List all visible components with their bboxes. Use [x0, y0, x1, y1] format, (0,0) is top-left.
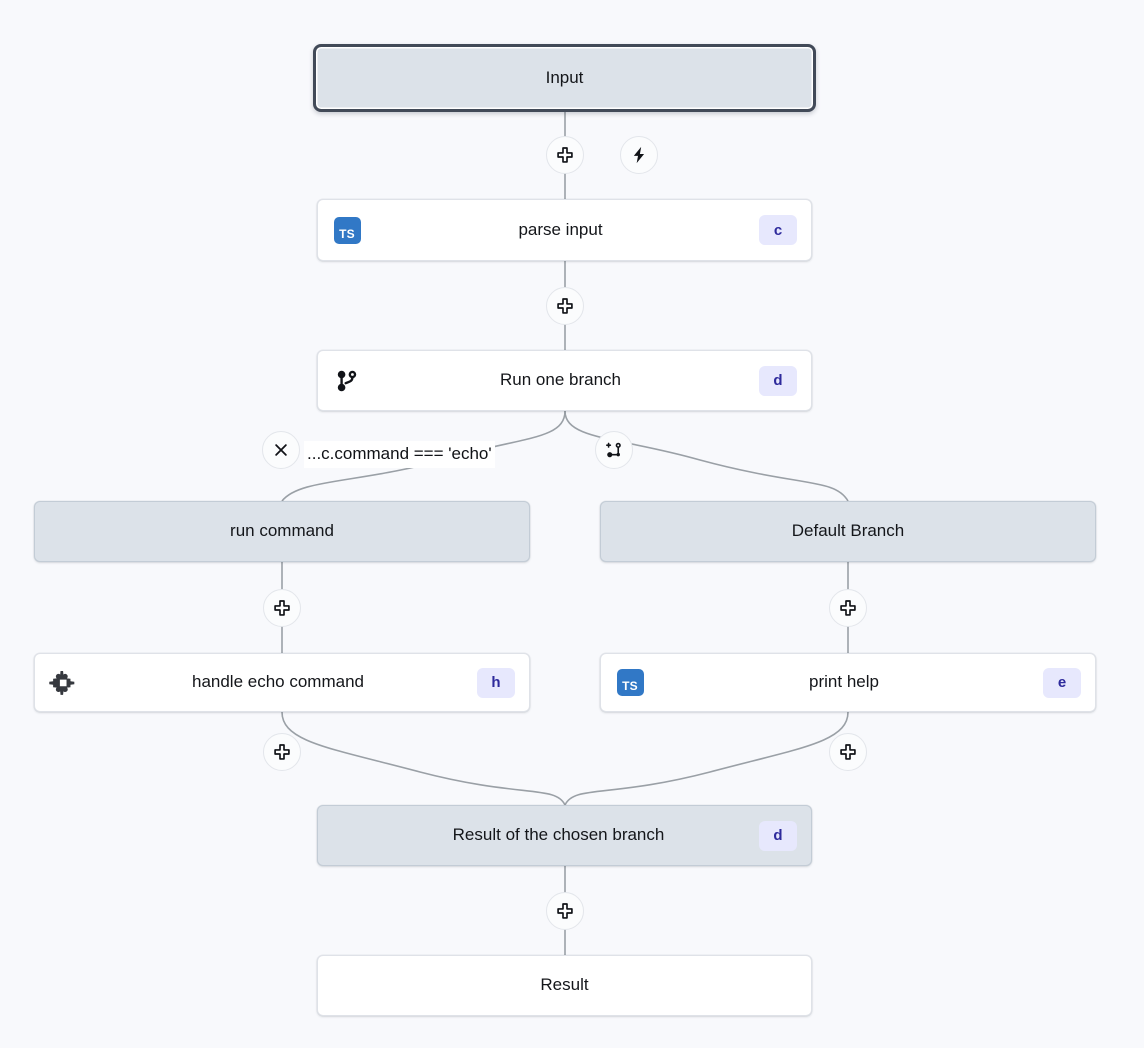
add-step-button-right[interactable]	[829, 589, 867, 627]
remove-branch-button[interactable]	[262, 431, 300, 469]
trigger-button[interactable]	[620, 136, 658, 174]
node-print-help-badge: e	[1043, 667, 1081, 698]
add-step-button-1[interactable]	[546, 136, 584, 174]
node-handle-echo-command-badge: h	[477, 667, 515, 698]
typescript-icon: TS	[332, 215, 362, 245]
edge-print-help-to-result	[564, 711, 849, 806]
node-run-command-branch-label: run command	[230, 521, 334, 541]
node-parse-input-label: parse input	[518, 219, 603, 239]
node-result-label: Result	[540, 975, 589, 995]
node-handle-echo-command[interactable]: handle echo command h	[34, 653, 530, 712]
node-parse-input[interactable]: TS parse input c	[317, 199, 812, 261]
edge-handle-echo-to-result	[281, 711, 566, 806]
node-branch-result-icon-spacer	[332, 821, 362, 851]
node-branch-result-badge: d	[759, 820, 797, 851]
node-run-one-branch-badge: d	[759, 365, 797, 396]
node-default-branch-label: Default Branch	[791, 521, 905, 541]
add-branch-button[interactable]	[595, 431, 633, 469]
node-branch-result[interactable]: Result of the chosen branch d	[317, 805, 812, 866]
add-step-button-left[interactable]	[263, 589, 301, 627]
node-run-command-branch[interactable]: run command	[34, 501, 530, 562]
node-run-one-branch-label: Run one branch	[500, 370, 621, 390]
puzzle-icon	[49, 668, 79, 698]
node-result[interactable]: Result	[317, 955, 812, 1016]
node-input-label: Input	[545, 67, 584, 87]
typescript-icon: TS	[615, 668, 645, 698]
node-default-branch[interactable]: Default Branch	[600, 501, 1096, 562]
node-print-help-label: print help	[809, 672, 879, 692]
node-input[interactable]: Input	[313, 44, 816, 112]
edge-label-echo-condition[interactable]: ...c.command === 'echo'	[304, 441, 495, 468]
node-parse-input-badge: c	[759, 215, 797, 245]
branch-icon	[332, 366, 362, 396]
add-step-button-2[interactable]	[546, 287, 584, 325]
add-step-button-right-2[interactable]	[829, 733, 867, 771]
add-step-button-left-2[interactable]	[263, 733, 301, 771]
node-print-help[interactable]: TS print help e	[600, 653, 1096, 712]
add-step-button-final[interactable]	[546, 892, 584, 930]
node-run-one-branch[interactable]: Run one branch d	[317, 350, 812, 411]
node-handle-echo-command-label: handle echo command	[191, 672, 364, 692]
node-branch-result-label: Result of the chosen branch	[452, 825, 665, 845]
